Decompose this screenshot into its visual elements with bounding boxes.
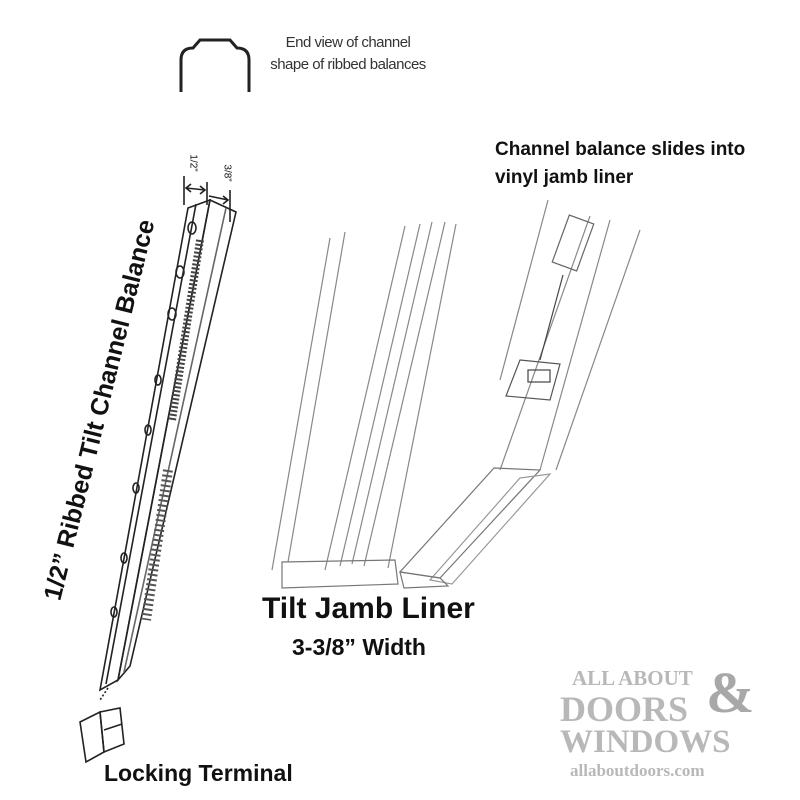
watermark-line3: WINDOWS	[560, 724, 731, 760]
locking-terminal-drawing	[79, 707, 125, 764]
dimension-three-eighths-inch: 3/8”	[221, 164, 233, 182]
dimension-markers	[183, 176, 231, 222]
dimension-half-inch: 1/2”	[187, 154, 199, 172]
locking-terminal-caption: Locking Terminal	[104, 760, 293, 786]
jamb-liner-width: 3-3/8” Width	[292, 634, 426, 660]
channel-end-view-shape	[179, 38, 251, 92]
watermark-line2: DOORS	[560, 689, 689, 729]
channel-balance-drawing	[98, 198, 237, 701]
jamb-liner-title: Tilt Jamb Liner	[262, 592, 475, 625]
end-view-caption: End view of channel shape of ribbed bala…	[270, 34, 426, 73]
watermark-ampersand: &	[706, 660, 755, 725]
watermark-url: allaboutdoors.com	[570, 761, 705, 780]
watermark-line1: ALL ABOUT	[572, 666, 693, 690]
jamb-liner-drawing	[271, 199, 641, 589]
channel-slides-caption: Channel balance slides into vinyl jamb l…	[495, 139, 746, 188]
